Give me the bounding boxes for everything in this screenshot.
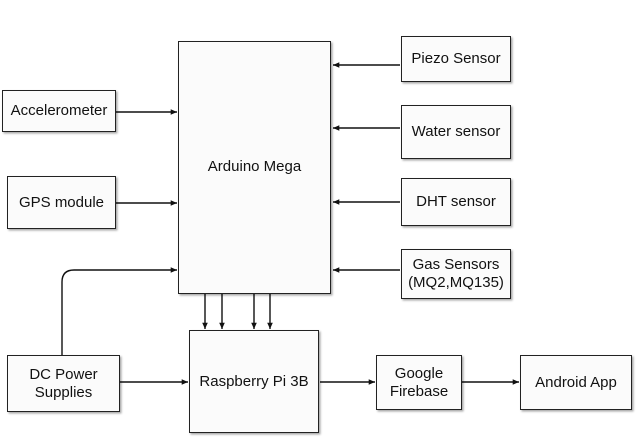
piezo-sensor-block: Piezo Sensor xyxy=(401,36,511,82)
gps-module-label: GPS module xyxy=(18,193,105,211)
gas-sensors-block: Gas Sensors (MQ2,MQ135) xyxy=(401,249,511,299)
accelerometer-block: Accelerometer xyxy=(2,90,116,132)
gas-sensors-label: Gas Sensors (MQ2,MQ135) xyxy=(408,256,504,291)
dc-power-supplies-label: DC Power Supplies xyxy=(29,365,98,401)
dc-power-supplies-block: DC Power Supplies xyxy=(7,355,120,412)
raspberry-pi-label: Raspberry Pi 3B xyxy=(199,372,309,390)
water-sensor-label: Water sensor xyxy=(411,123,501,140)
dht-sensor-block: DHT sensor xyxy=(401,178,511,226)
arduino-mega-block: Arduino Mega xyxy=(178,41,331,294)
google-firebase-label: Google Firebase xyxy=(389,364,449,400)
android-app-block: Android App xyxy=(520,355,632,410)
accelerometer-label: Accelerometer xyxy=(10,102,108,119)
google-firebase-block: Google Firebase xyxy=(376,355,462,410)
arduino-mega-label: Arduino Mega xyxy=(207,158,302,175)
edge-dc-power-to-arduino xyxy=(61,267,177,355)
water-sensor-block: Water sensor xyxy=(401,105,511,159)
android-app-label: Android App xyxy=(535,373,617,391)
raspberry-pi-block: Raspberry Pi 3B xyxy=(189,330,319,433)
piezo-sensor-label: Piezo Sensor xyxy=(411,50,501,67)
gps-module-block: GPS module xyxy=(7,176,116,229)
dht-sensor-label: DHT sensor xyxy=(416,193,496,210)
